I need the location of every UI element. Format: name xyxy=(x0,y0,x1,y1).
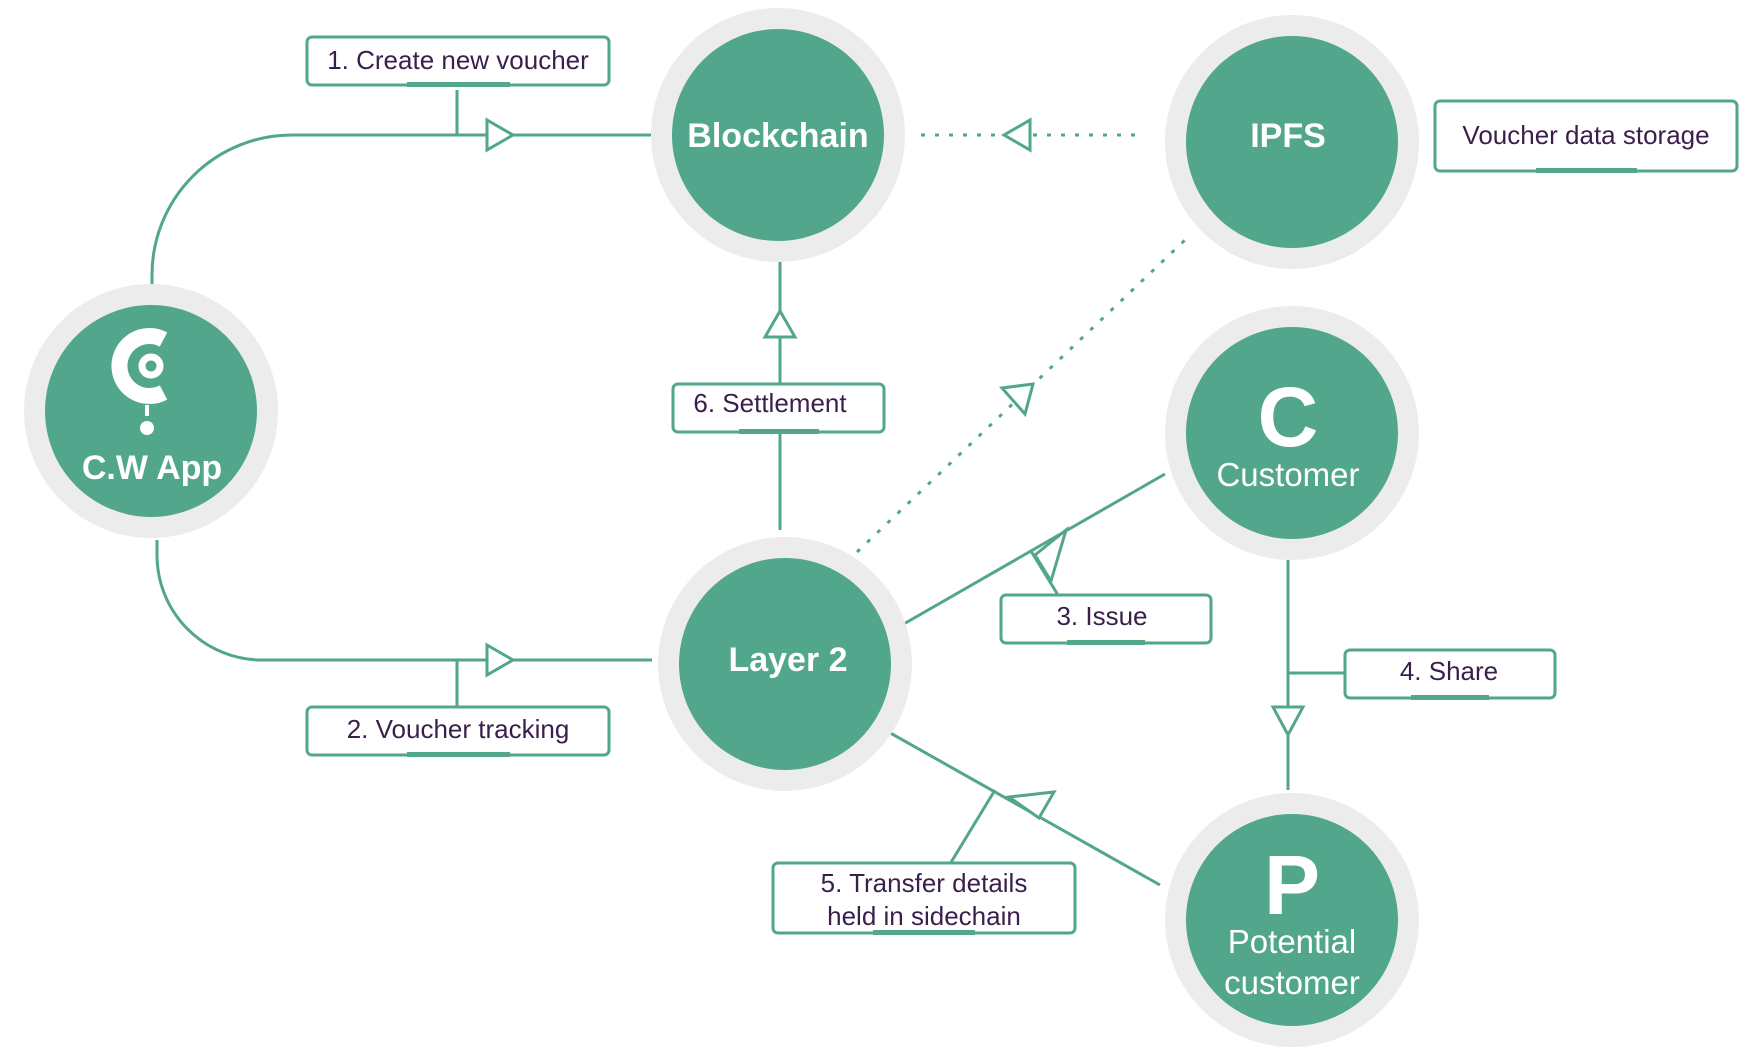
label-issue: 3. Issue xyxy=(999,593,1213,645)
node-body xyxy=(679,558,891,770)
arrowhead-voucher-tracking xyxy=(485,642,517,678)
leader-transfer xyxy=(948,789,997,865)
node-body xyxy=(1186,36,1398,248)
node-letter-customer: C xyxy=(1258,370,1319,464)
label-text-voucher-tracking: 2. Voucher tracking xyxy=(347,714,570,744)
arrowhead-create-voucher xyxy=(485,117,517,153)
node-layer2: Layer 2 xyxy=(658,537,912,791)
node-body xyxy=(1186,814,1398,1026)
node-body xyxy=(672,29,884,241)
label-voucher-storage: Voucher data storage xyxy=(1433,99,1739,173)
node-blockchain: Blockchain xyxy=(651,8,905,262)
node-subtitle-potential-line2: customer xyxy=(1224,964,1360,1001)
label-text-transfer-line2: held in sidechain xyxy=(827,901,1021,931)
label-create-voucher: 1. Create new voucher xyxy=(305,35,611,87)
node-title-layer2: Layer 2 xyxy=(728,641,847,679)
node-subtitle-potential-line1: Potential xyxy=(1228,923,1356,960)
node-title-ipfs: IPFS xyxy=(1250,117,1326,155)
node-ipfs: IPFS xyxy=(1165,15,1419,269)
node-potential-customer: P Potential customer xyxy=(1165,793,1419,1047)
leader-issue xyxy=(1029,550,1060,596)
node-body xyxy=(45,305,257,517)
node-title-blockchain: Blockchain xyxy=(687,117,868,155)
node-customer: C Customer xyxy=(1165,306,1419,560)
node-letter-potential-customer: P xyxy=(1264,838,1320,932)
arrowhead-ipfs-blockchain xyxy=(1000,117,1032,153)
label-share: 4. Share xyxy=(1343,648,1557,700)
label-transfer: 5. Transfer details held in sidechain xyxy=(771,861,1077,935)
arrowhead-settlement xyxy=(762,307,798,339)
node-subtitle-customer: Customer xyxy=(1216,456,1359,493)
connector-issue xyxy=(901,472,1166,627)
node-cw-app: C.W App xyxy=(24,284,278,538)
label-text-voucher-storage: Voucher data storage xyxy=(1462,120,1709,150)
label-text-issue: 3. Issue xyxy=(1056,601,1147,631)
connector-voucher-tracking xyxy=(155,540,652,662)
label-text-share: 4. Share xyxy=(1400,656,1498,686)
arrowhead-layer2-ipfs xyxy=(999,382,1036,418)
label-settlement: 6. Settlement xyxy=(671,382,886,434)
cw-logo-icon xyxy=(111,328,168,435)
arrowhead-share xyxy=(1270,705,1306,739)
node-title-cw-app: C.W App xyxy=(82,449,222,487)
label-text-settlement: 6. Settlement xyxy=(693,388,847,418)
label-text-create-voucher: 1. Create new voucher xyxy=(327,45,589,75)
node-body xyxy=(1186,327,1398,539)
arrowhead-issue xyxy=(1033,525,1069,585)
label-voucher-tracking: 2. Voucher tracking xyxy=(305,705,611,757)
arrowhead-transfer xyxy=(1004,790,1057,821)
label-text-transfer-line1: 5. Transfer details xyxy=(821,868,1028,898)
connector-create-voucher xyxy=(150,133,652,284)
